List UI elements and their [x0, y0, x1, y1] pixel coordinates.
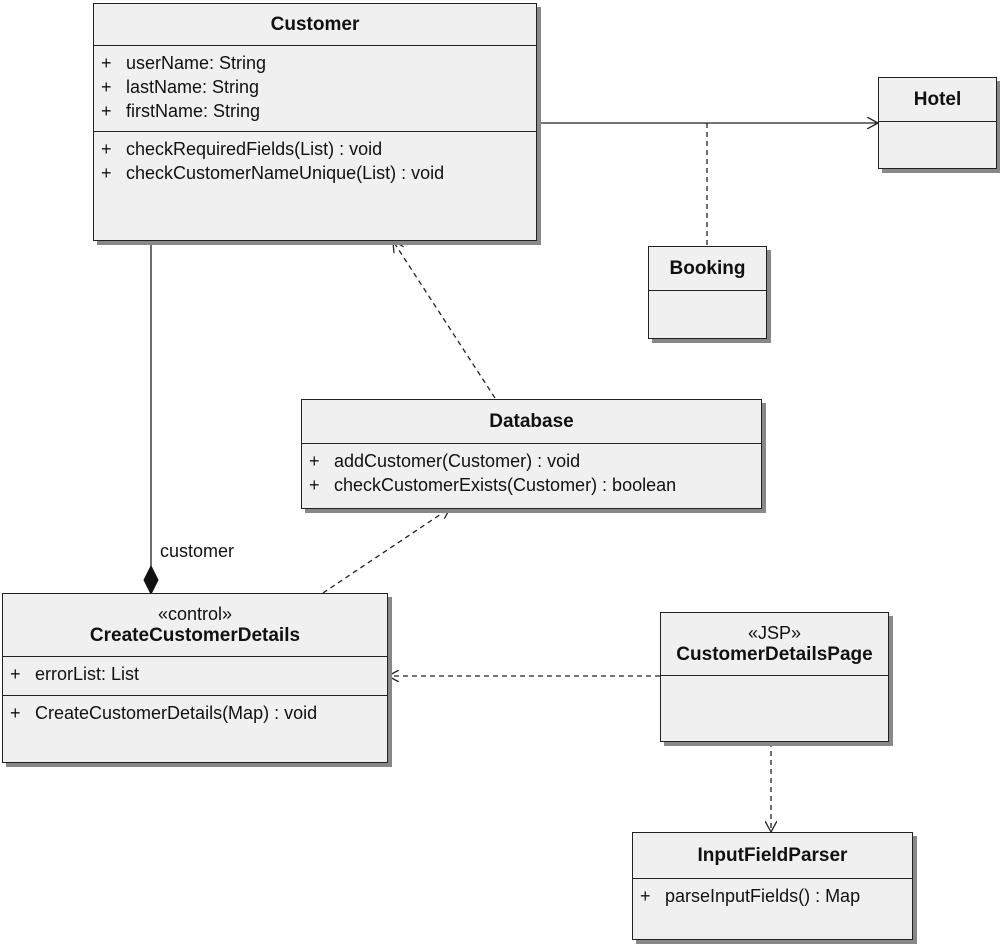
operations-compartment: +parseInputFields() : Map — [633, 879, 912, 908]
operations-compartment: +addCustomer(Customer) : void +checkCust… — [302, 444, 761, 497]
attribute: +lastName: String — [101, 77, 260, 97]
operation: +parseInputFields() : Map — [640, 886, 861, 906]
class-hotel[interactable]: Hotel — [878, 77, 997, 169]
dependency-ccd-database — [322, 508, 450, 594]
class-name: CustomerDetailsPage — [676, 643, 873, 665]
class-name: InputFieldParser — [697, 844, 848, 866]
composition-diamond — [143, 564, 159, 596]
class-ccd-header: «control» CreateCustomerDetails — [3, 594, 387, 657]
class-booking-header: Booking — [649, 247, 766, 291]
operation: +checkRequiredFields(List) : void — [101, 139, 383, 159]
operation: +addCustomer(Customer) : void — [309, 451, 581, 471]
stereotype: «control» — [157, 603, 233, 624]
class-create-customer-details[interactable]: «control» CreateCustomerDetails +errorLi… — [2, 593, 388, 763]
operations-compartment: +checkRequiredFields(List) : void +check… — [94, 132, 536, 185]
operation: +checkCustomerNameUnique(List) : void — [101, 163, 445, 183]
attributes-compartment: +errorList: List — [3, 657, 387, 696]
class-name: Hotel — [913, 88, 962, 110]
class-input-field-parser[interactable]: InputFieldParser +parseInputFields() : M… — [632, 832, 913, 940]
attribute: +errorList: List — [10, 664, 140, 684]
class-customer-header: Customer — [94, 4, 536, 46]
attributes-compartment: +userName: String +lastName: String +fir… — [94, 46, 536, 132]
attribute: +firstName: String — [101, 101, 261, 121]
class-name: CreateCustomerDetails — [89, 624, 301, 646]
class-hotel-header: Hotel — [879, 78, 996, 122]
stereotype: «JSP» — [747, 622, 802, 643]
operation: +checkCustomerExists(Customer) : boolean — [309, 475, 677, 495]
class-name: Customer — [270, 13, 360, 35]
class-booking[interactable]: Booking — [648, 246, 767, 339]
class-ifp-header: InputFieldParser — [633, 833, 912, 879]
class-customer[interactable]: Customer +userName: String +lastName: St… — [93, 3, 537, 241]
class-customer-details-page[interactable]: «JSP» CustomerDetailsPage — [660, 612, 889, 742]
class-database-header: Database — [302, 400, 761, 444]
attribute: +userName: String — [101, 53, 267, 73]
class-name: Booking — [669, 257, 746, 279]
class-name: Database — [489, 410, 574, 432]
composition-role-label: customer — [160, 541, 235, 561]
operation: +CreateCustomerDetails(Map) : void — [10, 703, 318, 723]
dependency-database-customer — [393, 241, 496, 399]
class-database[interactable]: Database +addCustomer(Customer) : void +… — [301, 399, 762, 509]
class-cdp-header: «JSP» CustomerDetailsPage — [661, 613, 888, 676]
operations-compartment: +CreateCustomerDetails(Map) : void — [3, 696, 387, 725]
